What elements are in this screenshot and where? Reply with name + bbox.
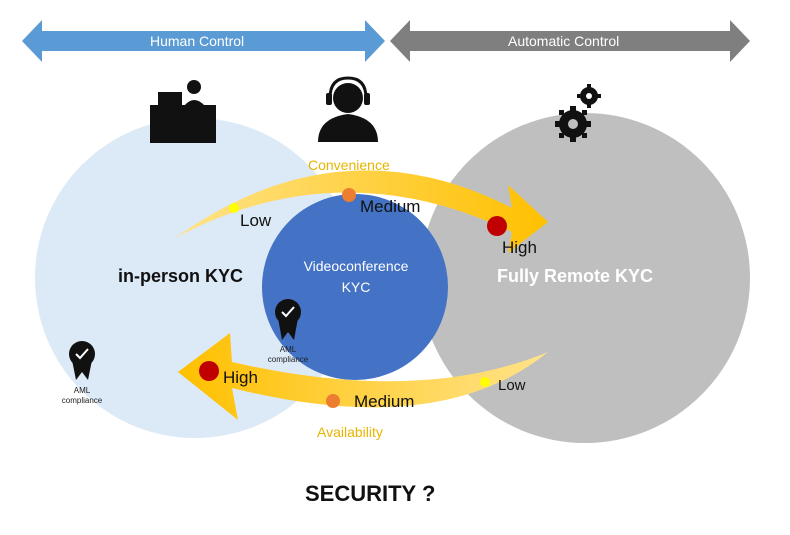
- videoconference-circle: [262, 194, 448, 380]
- in-person-kyc-label: in-person KYC: [118, 266, 244, 286]
- human-control-arrow: [22, 20, 385, 62]
- gears-icon: [555, 84, 601, 142]
- aml-compliance-center-caption: AML compliance: [267, 345, 309, 364]
- fully-remote-kyc-label: Fully Remote KYC: [497, 266, 654, 286]
- convenience-medium-label: Medium: [360, 197, 421, 216]
- availability-medium-label: Medium: [354, 392, 415, 411]
- automatic-control-arrow: [390, 20, 750, 62]
- availability-low-dot: [480, 377, 490, 387]
- aml-badge-left-icon: [69, 341, 95, 380]
- convenience-arrow: [175, 170, 548, 253]
- headset-agent-icon: [318, 76, 378, 142]
- aml-compliance-left-caption: AML compliance: [61, 386, 103, 405]
- desk-person-icon: [150, 80, 216, 143]
- automatic-control-label: Automatic Control: [508, 33, 620, 49]
- convenience-low-dot: [229, 203, 239, 213]
- fully-remote-circle: [420, 113, 750, 443]
- availability-low-label: Low: [498, 377, 526, 394]
- convenience-high-dot: [487, 216, 507, 236]
- convenience-medium-dot: [342, 188, 356, 202]
- availability-high-label: High: [223, 368, 258, 387]
- human-control-label: Human Control: [150, 33, 245, 49]
- convenience-low-label: Low: [240, 211, 272, 230]
- availability-arrow: [178, 333, 548, 420]
- convenience-high-label: High: [502, 238, 537, 257]
- security-question: SECURITY ?: [305, 481, 436, 506]
- convenience-title: Convenience: [308, 157, 390, 173]
- availability-high-dot: [199, 361, 219, 381]
- aml-badge-center-icon: [275, 299, 301, 340]
- availability-medium-dot: [326, 394, 340, 408]
- availability-title: Availability: [317, 424, 383, 440]
- videoconference-kyc-label: Videoconference KYC: [303, 258, 409, 295]
